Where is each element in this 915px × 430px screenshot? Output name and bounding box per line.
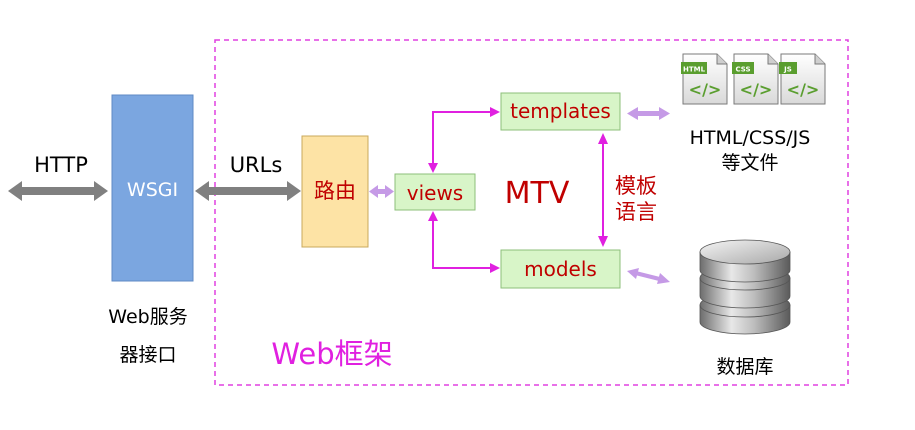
templates-models-arrow — [598, 133, 608, 247]
templates-box — [500, 92, 621, 131]
router-box — [301, 135, 369, 248]
models-label: models — [524, 257, 597, 281]
html-css-js-label: HTML/CSS/JS — [690, 127, 811, 149]
files-label: 等文件 — [721, 152, 778, 174]
wsgi-caption-line2: 器接口 — [119, 344, 176, 366]
router-views-arrow — [369, 185, 394, 198]
urls-arrow — [195, 181, 301, 201]
views-label: views — [407, 181, 463, 205]
file-code-glyph: </> — [787, 80, 820, 99]
views-box — [394, 173, 476, 211]
file-badge-js: JS — [783, 66, 792, 74]
wsgi-box — [111, 94, 194, 282]
web-framework-frame — [214, 39, 849, 386]
web-framework-label: Web框架 — [271, 337, 392, 371]
models-box — [500, 249, 621, 289]
database-icon — [699, 239, 791, 335]
wsgi-caption-line1: Web服务 — [108, 306, 187, 328]
templates-label: templates — [510, 99, 611, 123]
views-models-arrow — [428, 211, 500, 273]
http-arrow — [8, 181, 108, 201]
code-file-icon: JS </> — [779, 53, 826, 105]
router-label: 路由 — [314, 179, 356, 203]
code-file-icon: CSS </> — [732, 53, 779, 105]
database-label: 数据库 — [716, 356, 773, 378]
views-templates-arrow — [428, 107, 500, 173]
file-code-glyph: </> — [689, 80, 722, 99]
mtv-label: MTV — [505, 176, 570, 211]
code-file-icon: HTML </> — [681, 53, 728, 105]
file-badge-html: HTML — [683, 66, 706, 74]
urls-label: URLs — [230, 153, 283, 177]
template-language-line1: 模板 — [615, 174, 657, 198]
template-language-line2: 语言 — [615, 200, 657, 224]
http-label: HTTP — [34, 153, 88, 177]
templates-files-arrow — [627, 107, 670, 120]
wsgi-label: WSGI — [127, 179, 178, 201]
file-code-glyph: </> — [740, 80, 773, 99]
models-database-arrow — [627, 268, 670, 284]
file-badge-css: CSS — [735, 66, 750, 74]
code-file-icons: HTML </> CSS </> JS </> — [681, 53, 826, 105]
